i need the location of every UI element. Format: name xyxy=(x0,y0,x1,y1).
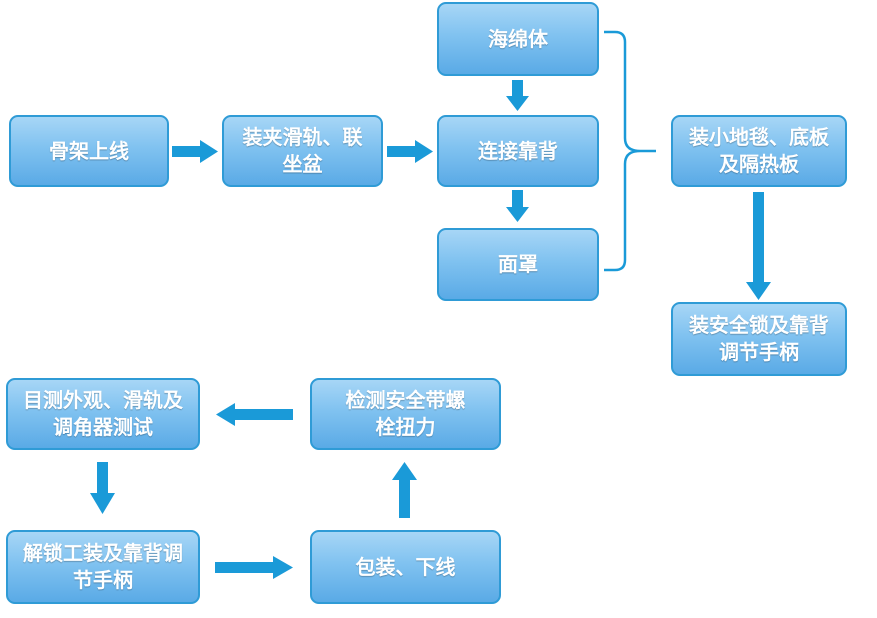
node-inspect-belt: 检测安全带螺栓扭力 xyxy=(310,378,501,450)
arrow-unlock-to-pack xyxy=(215,556,293,579)
node-cover-label: 面罩 xyxy=(498,252,538,276)
node-sponge-label: 海绵体 xyxy=(488,26,548,51)
node-pack-offline-label: 包装、下线 xyxy=(355,554,456,579)
node-visual-test-label: 目测外观、滑轨及调角器测试 xyxy=(23,388,183,439)
node-connect-backrest: 连接靠背 xyxy=(437,115,599,187)
arrow-inspect-to-visual xyxy=(216,403,293,426)
node-connect-backrest-label: 连接靠背 xyxy=(478,138,558,163)
node-cover: 面罩 xyxy=(437,228,599,301)
arrow-frame-to-rail xyxy=(172,140,218,163)
node-visual-test: 目测外观、滑轨及调角器测试 xyxy=(6,378,200,450)
node-frame-online-label: 骨架上线 xyxy=(49,138,129,163)
node-install-lock-label: 装安全锁及靠背调节手柄 xyxy=(689,313,829,364)
node-mount-rail-label: 装夹滑轨、联坐盆 xyxy=(242,125,363,176)
grouping-brace xyxy=(604,30,656,272)
arrow-carpet-to-lock xyxy=(746,192,771,300)
node-install-lock: 装安全锁及靠背调节手柄 xyxy=(671,302,847,376)
node-unlock-fixture: 解锁工装及靠背调节手柄 xyxy=(6,530,200,604)
arrow-backrest-to-cover xyxy=(506,190,529,222)
node-install-carpet-label: 装小地毯、底板及隔热板 xyxy=(689,125,829,176)
node-frame-online: 骨架上线 xyxy=(9,115,169,187)
arrow-sponge-to-backrest xyxy=(506,80,529,111)
arrow-rail-to-backrest xyxy=(387,140,433,163)
node-sponge: 海绵体 xyxy=(437,2,599,76)
node-pack-offline: 包装、下线 xyxy=(310,530,501,604)
node-install-carpet: 装小地毯、底板及隔热板 xyxy=(671,115,847,187)
arrow-visual-to-unlock xyxy=(90,462,115,514)
node-mount-rail: 装夹滑轨、联坐盆 xyxy=(222,115,383,187)
arrow-pack-to-inspect xyxy=(392,462,417,518)
node-unlock-fixture-label: 解锁工装及靠背调节手柄 xyxy=(23,541,183,592)
node-inspect-belt-label: 检测安全带螺栓扭力 xyxy=(345,388,466,439)
